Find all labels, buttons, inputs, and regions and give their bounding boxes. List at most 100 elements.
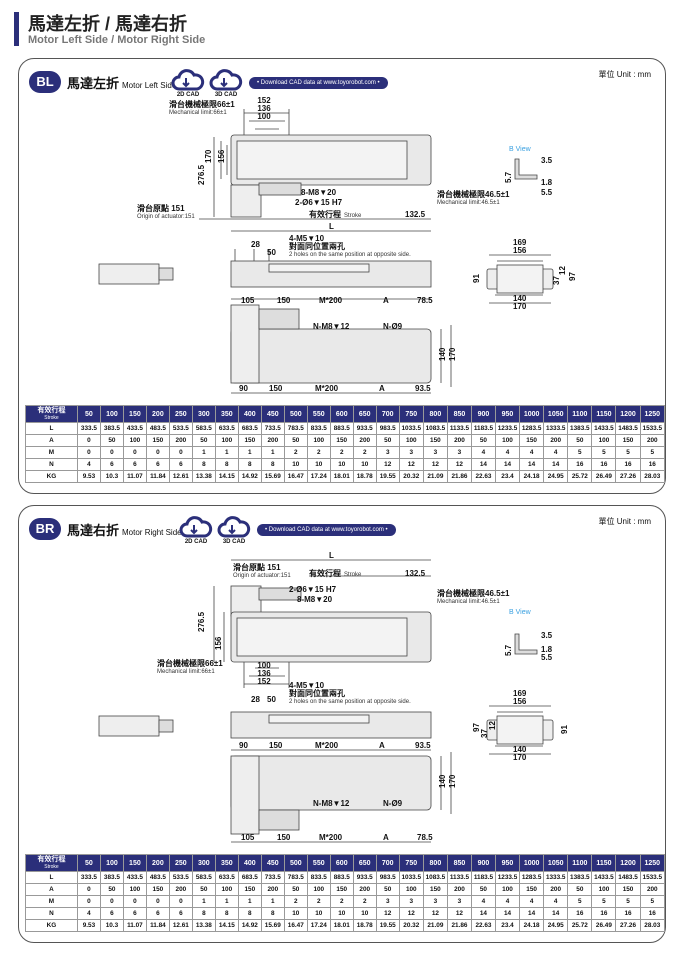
stroke-cell: 1250 (639, 405, 666, 423)
spec-row-label: A (25, 434, 78, 447)
bl-v57: 5.7 (504, 171, 513, 183)
spec-cell: 783.5 (283, 871, 308, 884)
stroke-cell: 50 (76, 854, 101, 872)
spec-cell: 4 (519, 446, 545, 459)
spec-cell: 3 (375, 895, 400, 908)
spec-cell: 6 (145, 458, 170, 471)
spec-cell: 150 (422, 883, 448, 896)
stroke-cell: 900 (470, 854, 496, 872)
cad-2d-icon[interactable]: 2D CAD (171, 67, 205, 99)
bl-d150b: 150 (269, 384, 283, 393)
spec-cell: 0 (99, 446, 124, 459)
spec-row-label: KG (25, 919, 78, 932)
br-holes: 4-M5▼10 (289, 681, 325, 690)
spec-cell: 150 (329, 434, 354, 447)
br-screw2: 2-Ø6▼15 H7 (289, 585, 337, 594)
stroke-cell: 300 (191, 405, 216, 423)
spec-cell: 20.32 (398, 470, 424, 483)
stroke-cell: 1100 (567, 405, 593, 423)
spec-cell: 8 (214, 907, 239, 920)
br-e91: 91 (560, 725, 569, 734)
stroke-cell: 200 (145, 854, 170, 872)
spec-cell: 100 (214, 434, 239, 447)
spec-cell: 200 (352, 434, 377, 447)
download-cad-link[interactable]: • Download CAD data at www.toyorobot.com… (249, 77, 388, 89)
br-mech-right-en: Mechanical limit:46.5±1 (437, 599, 500, 605)
cad-3d-icon[interactable]: 3D CAD (209, 67, 243, 99)
spec-cell: 12.61 (168, 470, 193, 483)
stroke-cell: 1200 (615, 405, 641, 423)
spec-cell: 14.92 (237, 470, 262, 483)
spec-cell: 27.26 (615, 470, 641, 483)
spec-cell: 15.69 (260, 919, 285, 932)
spec-cell: 3 (422, 895, 448, 908)
br-d170: 170 (448, 774, 457, 788)
spec-cell: 483.5 (145, 422, 170, 435)
spec-cell: 1083.5 (422, 871, 448, 884)
stroke-cell: 200 (145, 405, 170, 423)
spec-cell: 200 (260, 434, 285, 447)
spec-cell: 6 (99, 458, 124, 471)
cad-3d-icon[interactable]: 3D CAD (217, 514, 251, 546)
br-spec-header-zh: 有效行程 (37, 856, 66, 863)
stroke-cell: 700 (375, 405, 400, 423)
spec-cell: 1 (191, 446, 216, 459)
bl-d150: 150 (277, 296, 291, 305)
download-cad-link[interactable]: • Download CAD data at www.toyorobot.com… (257, 524, 396, 536)
bl-d28: 28 (251, 240, 260, 249)
bl-d935: 93.5 (415, 384, 431, 393)
spec-row-label: A (25, 883, 78, 896)
spec-cell: 0 (145, 895, 170, 908)
stroke-cell: 800 (422, 405, 448, 423)
spec-cell: 8 (191, 458, 216, 471)
spec-cell: 200 (639, 434, 666, 447)
spec-cell: 28.03 (639, 919, 666, 932)
spec-cell: 16.47 (283, 919, 308, 932)
bl-d785: 78.5 (417, 296, 433, 305)
spec-cell: 8 (191, 907, 216, 920)
spec-cell: 1 (237, 446, 262, 459)
cad-2d-icon[interactable]: 2D CAD (179, 514, 213, 546)
stroke-cell: 1100 (567, 854, 593, 872)
br-stroke: 有效行程 (309, 568, 341, 578)
spec-cell: 12 (375, 458, 400, 471)
cad-3d-label: 3D CAD (222, 539, 246, 545)
spec-cell: 50 (99, 434, 124, 447)
spec-cell: 16 (615, 458, 641, 471)
bl-title-zh: 馬達左折 (67, 76, 120, 91)
br-bview: B View (509, 609, 532, 616)
br-d50: 50 (267, 695, 276, 704)
spec-cell: 150 (237, 883, 262, 896)
stroke-cell: 350 (214, 405, 239, 423)
stroke-cell: 900 (470, 405, 496, 423)
stroke-cell: 650 (352, 854, 377, 872)
spec-cell: 0 (76, 434, 101, 447)
spec-cell: 24.18 (519, 919, 545, 932)
br-mech-left-en: Mechanical limit:66±1 (157, 669, 215, 675)
spec-cell: 933.5 (352, 422, 377, 435)
spec-cell: 2 (352, 895, 377, 908)
br-screw1: 8-M8▼20 (297, 595, 333, 604)
bl-origin-en: Origin of actuator:151 (137, 214, 195, 220)
spec-cell: 5 (615, 895, 641, 908)
cad-3d-label: 3D CAD (214, 92, 238, 98)
spec-cell: 10 (329, 907, 354, 920)
spec-cell: 16 (639, 458, 666, 471)
spec-cell: 683.5 (237, 871, 262, 884)
bl-d170: 170 (204, 149, 213, 163)
spec-cell: 733.5 (260, 422, 285, 435)
spec-cell: 200 (260, 883, 285, 896)
spec-cell: 150 (615, 883, 641, 896)
spec-cell: 16 (615, 907, 641, 920)
spec-cell: 200 (446, 883, 472, 896)
spec-cell: 1133.5 (446, 871, 472, 884)
spec-row-label: N (25, 458, 78, 471)
bl-badge: BL (29, 71, 61, 93)
